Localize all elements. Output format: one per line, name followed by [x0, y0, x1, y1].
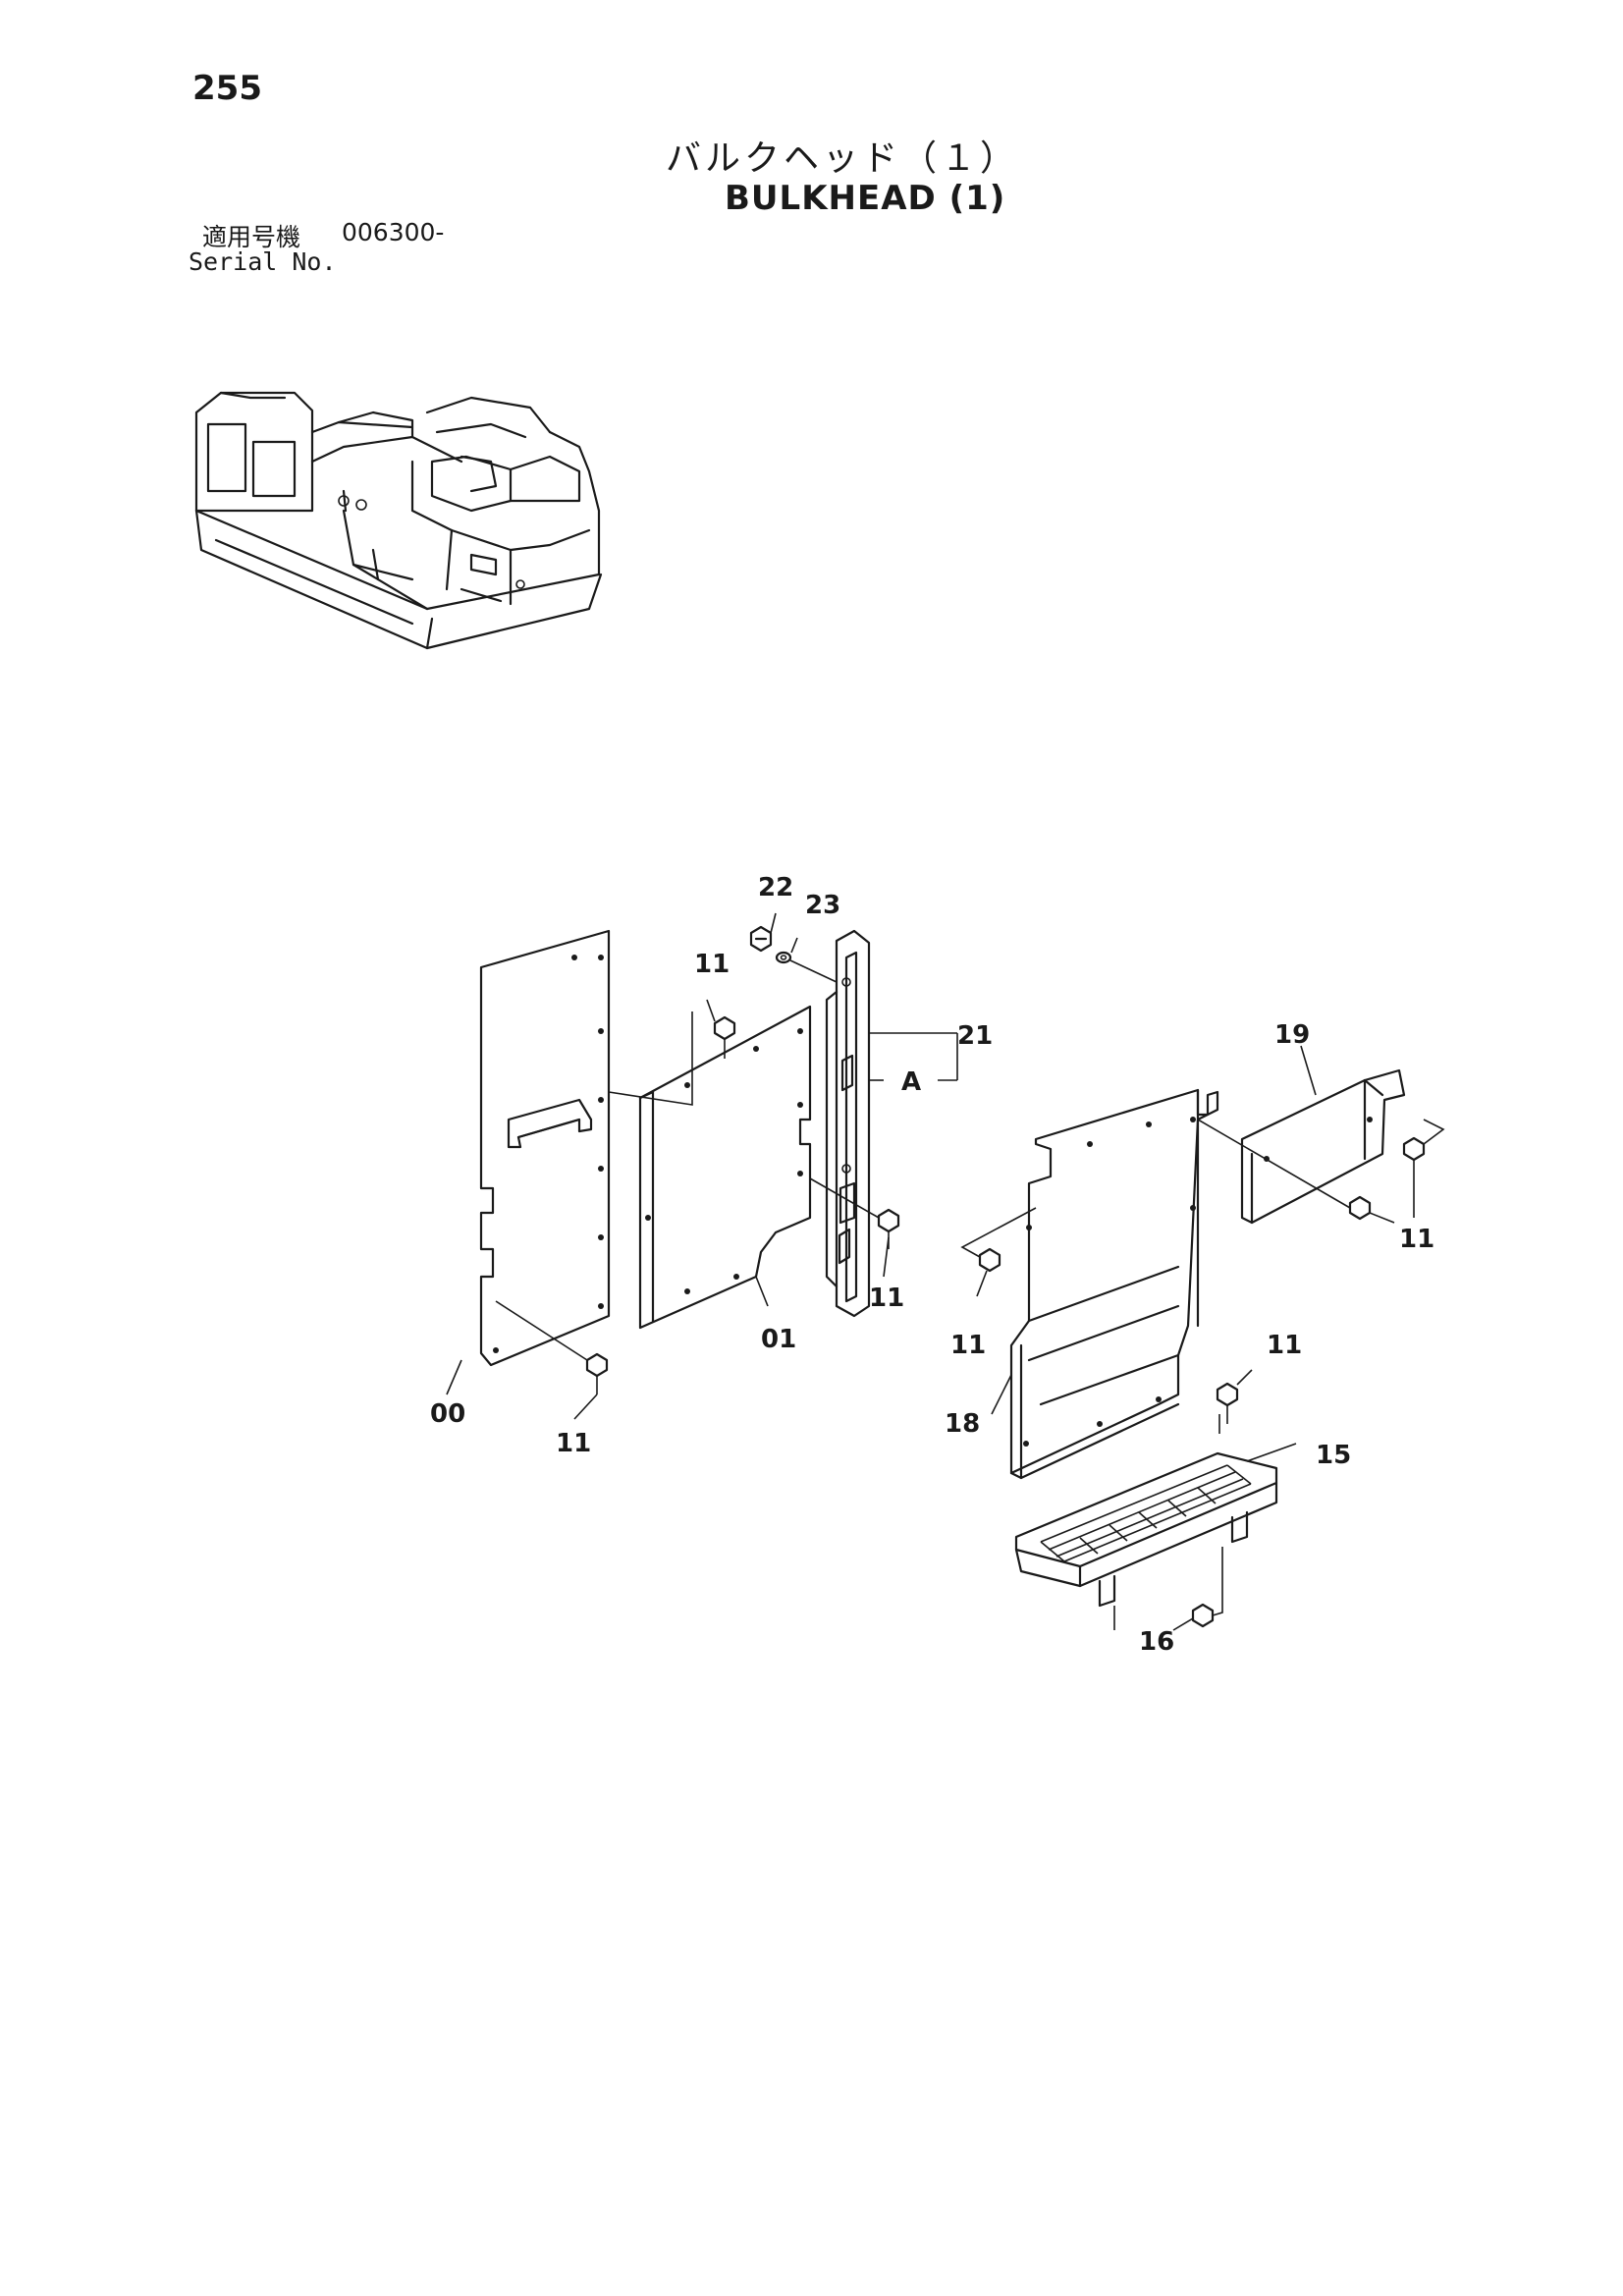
callout-15: 15	[1316, 1441, 1351, 1470]
callout-23: 23	[805, 891, 840, 920]
part-15-step-plate	[1014, 1443, 1297, 1608]
part-11-bolts-left-group	[495, 999, 900, 1420]
serial-range: 006300-	[342, 218, 445, 246]
page-number: 255	[192, 69, 262, 108]
serial-label-japanese: 適用号機	[202, 223, 301, 251]
title-japanese: バルクヘッド（１）	[666, 138, 1020, 179]
part-19-cover	[1240, 1045, 1406, 1225]
callout-18: 18	[945, 1409, 980, 1439]
callout-19: 19	[1274, 1020, 1310, 1050]
callout-11-bottom-left: 11	[556, 1429, 591, 1458]
excavator-overview-illustration	[194, 391, 603, 650]
serial-label-english: Serial No.	[189, 247, 337, 276]
part-00-panel-with-handle	[446, 929, 611, 1395]
part-22-23-bolt-washer	[749, 912, 838, 983]
callout-11-above-15: 11	[1267, 1331, 1302, 1360]
callout-00: 00	[430, 1399, 465, 1429]
callout-01: 01	[761, 1325, 796, 1354]
part-11-bolts-right-group	[960, 1119, 1445, 1434]
callout-21: 21	[957, 1021, 993, 1051]
callout-11-mid: 11	[869, 1284, 904, 1313]
callout-labels: 22 23 11 21 A 19 11 11 01 00 11 11 11 18…	[430, 873, 1434, 1657]
part-18-bulkhead-plate	[991, 1088, 1219, 1480]
callout-11-right: 11	[1399, 1225, 1434, 1254]
callout-A: A	[901, 1067, 921, 1097]
callout-16: 16	[1139, 1627, 1174, 1657]
callout-11-top: 11	[694, 950, 730, 979]
part-01-middle-panel	[638, 1005, 812, 1330]
callout-22: 22	[758, 873, 793, 902]
callout-11-left-of-18: 11	[950, 1331, 986, 1360]
part-16-bolt	[1113, 1547, 1223, 1631]
part-21-bracket-assembly	[825, 929, 958, 1318]
title-english: BULKHEAD (1)	[725, 179, 1006, 218]
